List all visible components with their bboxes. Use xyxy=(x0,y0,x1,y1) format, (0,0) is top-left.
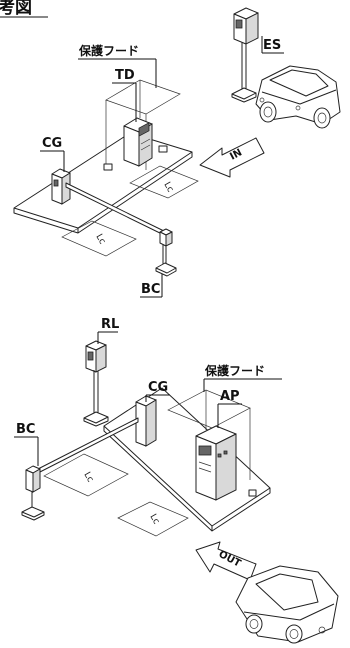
entrance-diagram: Lc Lc xyxy=(13,7,341,298)
exit-rl-label-text: RL xyxy=(101,317,119,332)
entrance-es-label-text: ES xyxy=(263,38,281,53)
entrance-td-label: TD xyxy=(112,68,137,122)
exit-bc-label: BC xyxy=(14,422,39,466)
entrance-sensor-es xyxy=(231,7,259,103)
entrance-cg-label: CG xyxy=(40,136,65,172)
entrance-direction-arrow: IN xyxy=(199,137,265,178)
exit-loop-coil-2: Lc xyxy=(117,501,189,537)
exit-hood-label: 保護フード xyxy=(203,363,282,392)
exit-gate-bar xyxy=(35,417,139,475)
entrance-hood-label-text: 保護フード xyxy=(78,43,139,58)
entrance-barrier-post-bc xyxy=(155,228,177,277)
entrance-car-illustration xyxy=(255,65,341,129)
exit-lc-label-1: Lc xyxy=(81,471,95,485)
exit-ap-label-text: AP xyxy=(220,389,240,404)
entrance-es-label: ES xyxy=(261,36,284,54)
exit-island xyxy=(103,387,271,532)
entrance-bc-label: BC xyxy=(140,274,163,298)
entrance-td-label-text: TD xyxy=(115,68,135,83)
entrance-lc-label-1: Lc xyxy=(161,181,175,195)
entrance-bc-label-text: BC xyxy=(141,282,160,297)
entrance-lc-label-2: Lc xyxy=(93,233,107,247)
figure-title-text: 考図 xyxy=(0,0,32,18)
ticket-dispenser-td xyxy=(123,117,153,167)
entrance-marker-1 xyxy=(103,163,113,171)
entrance-gate-cg xyxy=(51,168,71,205)
exit-ap-label: AP xyxy=(217,389,242,428)
figure-title: 考図 xyxy=(0,0,48,18)
exit-bc-label-text: BC xyxy=(16,422,35,437)
entrance-marker-2 xyxy=(158,145,168,153)
exit-gate-cg xyxy=(135,395,157,447)
exit-loop-coil-1: Lc xyxy=(43,453,129,497)
exit-sensor-rl xyxy=(83,340,109,427)
entrance-loop-coil-1: Lc xyxy=(129,165,199,199)
entrance-hood-label: 保護フード xyxy=(78,43,157,88)
entrance-cg-label-text: CG xyxy=(42,136,62,151)
exit-car-illustration xyxy=(235,565,339,644)
exit-diagram: Lc Lc OUT RL CG xyxy=(14,317,339,644)
exit-cg-label: CG xyxy=(145,380,170,402)
exit-direction-arrow: OUT xyxy=(195,541,257,581)
exit-cg-label-text: CG xyxy=(148,380,168,395)
auto-pay-machine-ap xyxy=(195,425,237,501)
entrance-loop-coil-2: Lc xyxy=(61,220,137,257)
exit-hood-label-text: 保護フード xyxy=(204,363,265,378)
exit-rl-label: RL xyxy=(97,317,119,344)
entrance-direction-label: IN xyxy=(228,147,244,162)
exit-protective-hood xyxy=(167,389,251,480)
exit-lc-label-2: Lc xyxy=(147,513,161,527)
exit-marker-1 xyxy=(248,489,257,497)
exit-barrier-post-bc xyxy=(21,465,45,521)
